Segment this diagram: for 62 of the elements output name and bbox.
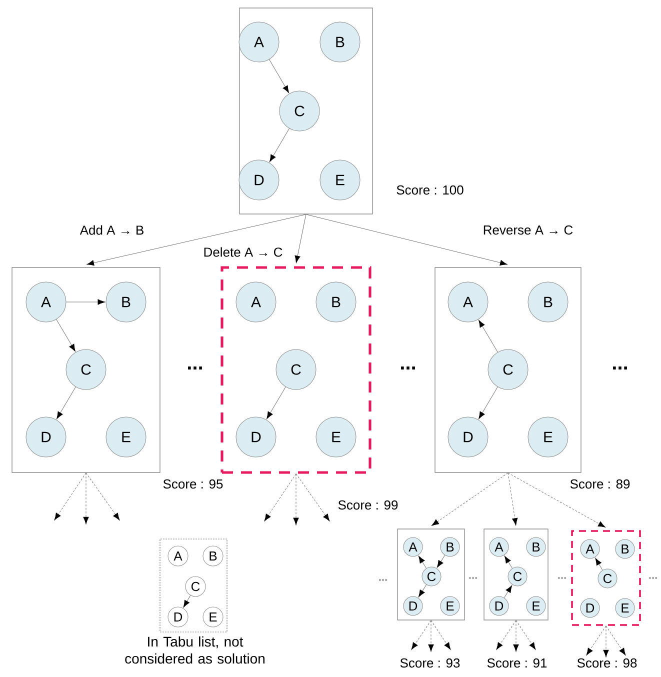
arrow [504,585,512,598]
label: In Tabu list, not considered as solution [125,636,264,664]
score-label: Score : 93 [400,658,460,668]
arrow [513,620,519,652]
ellipsis: ... [558,577,566,579]
score-label: Score : 89 [570,479,630,489]
graph-panel [571,530,641,626]
arrow [432,472,508,526]
arrow [508,472,606,528]
arrow [508,472,518,526]
arrow [606,626,626,656]
edge-label: Reverse A → C [482,224,574,236]
arrow [306,214,508,266]
arrow [86,472,120,520]
ellipsis: ... [401,366,415,370]
edge-label: Add A → B [78,224,146,236]
arrow [294,214,306,263]
arrow [56,319,76,352]
arrow [86,214,306,266]
graph-panel [220,266,372,474]
score-label: Score : 91 [487,658,547,668]
ellipsis: ... [649,577,657,579]
arrow [54,472,86,520]
arrow [66,299,105,305]
arrow [436,555,446,568]
graph-panel [239,8,373,214]
graph-panel [397,528,465,620]
score-label: Score : 95 [163,479,223,489]
arrow [418,584,427,598]
arrow [428,620,434,652]
arrow [496,620,516,650]
ellipsis: ... [379,579,387,581]
arrow [478,386,498,419]
arrow [603,626,609,658]
arrow [516,620,536,650]
arrow [183,595,191,608]
graph-panel [160,538,228,632]
arrow [270,128,290,162]
graph-panel [12,267,160,473]
graph-panel [484,528,548,620]
arrow [595,558,603,570]
arrow [56,386,76,419]
arrow [504,556,513,568]
arrow [478,320,498,352]
arrow [266,386,286,419]
score-label: Score : 98 [577,658,637,668]
arrow [411,620,432,650]
ellipsis: ... [613,366,627,370]
score-label: Score : 100 [396,185,464,195]
arrow [269,59,289,93]
edge-label: Delete A → C [202,246,284,258]
arrow [586,626,606,656]
arrow [83,472,89,524]
arrow [430,620,451,650]
arrow [293,474,299,526]
score-label: Score : 99 [338,500,398,510]
ellipsis: ... [469,577,477,579]
arrow [264,474,296,522]
ellipsis: ... [188,366,202,370]
graph-panel [434,267,582,473]
arrow [296,474,330,522]
arrow [418,556,427,568]
